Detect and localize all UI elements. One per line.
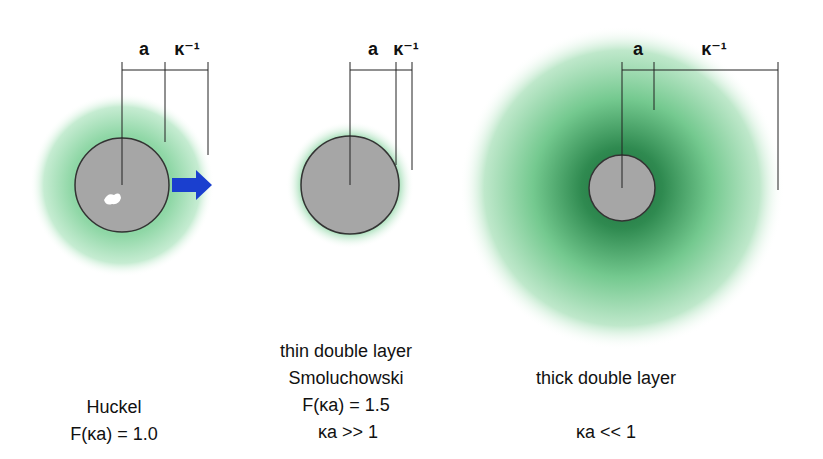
dimension-label: a <box>139 38 149 60</box>
condition-label: κa >> 1 <box>318 421 378 443</box>
dimension-label: a <box>368 38 378 60</box>
particle-thin-layer <box>286 62 414 249</box>
dimension-label: κ⁻¹ <box>174 38 200 60</box>
particle-thick-layer <box>460 26 784 350</box>
formula-label: F(κa) = 1.5 <box>302 394 390 416</box>
formula-label: F(κa) = 1.0 <box>70 423 158 445</box>
condition-label: κa << 1 <box>576 421 636 443</box>
caption-label: thick double layer <box>536 367 676 389</box>
model-name: Smoluchowski <box>288 367 403 389</box>
model-name: Huckel <box>86 396 141 418</box>
dimension-label: κ⁻¹ <box>393 38 419 60</box>
dimension-label: a <box>633 38 643 60</box>
dimension-label: κ⁻¹ <box>701 38 727 60</box>
particle-huckel <box>30 62 214 277</box>
caption-label: thin double layer <box>280 340 412 362</box>
